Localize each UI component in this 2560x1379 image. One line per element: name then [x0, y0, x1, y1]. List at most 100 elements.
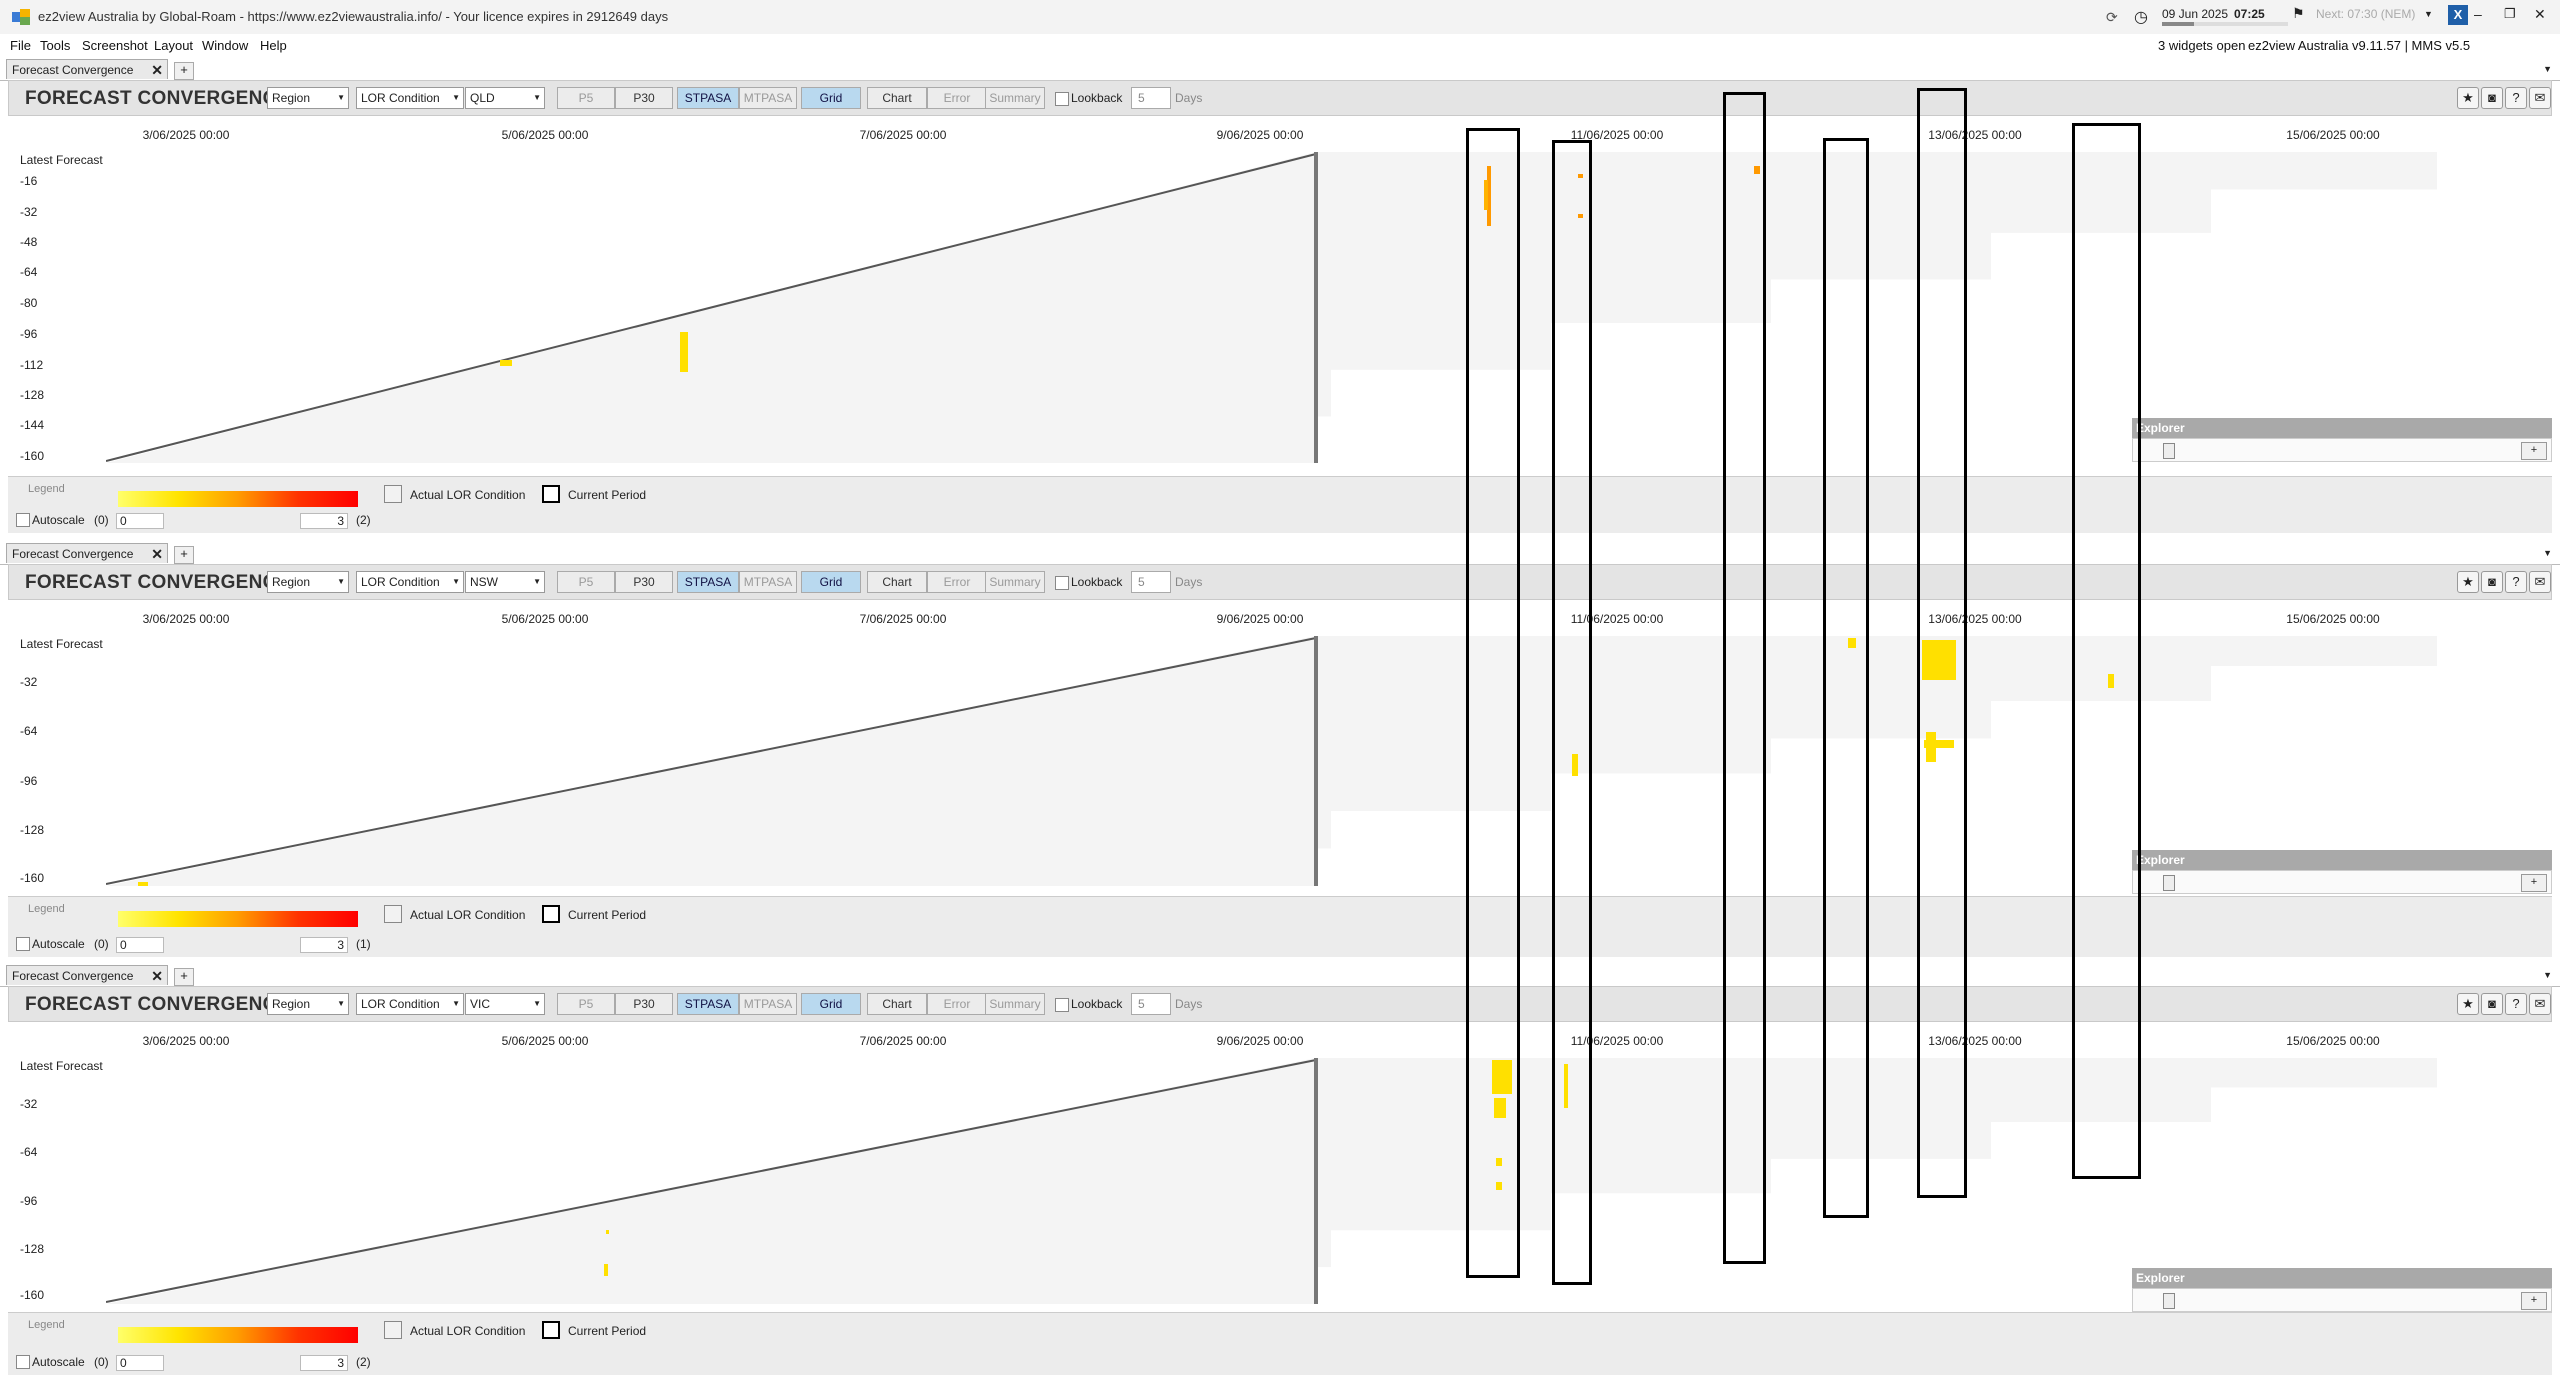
explorer-panel[interactable]: Explorer+: [2132, 418, 2552, 470]
favorite-star-icon[interactable]: ★: [2457, 571, 2479, 593]
region-select[interactable]: VIC▼: [465, 993, 545, 1015]
region-select[interactable]: NSW▼: [465, 571, 545, 593]
menu-window[interactable]: Window: [202, 38, 249, 53]
close-tab-icon[interactable]: ✕: [151, 546, 163, 562]
legend-max-input[interactable]: 3: [300, 1355, 348, 1371]
autoscale-checkbox[interactable]: [16, 513, 30, 527]
grid-view-button[interactable]: Grid: [801, 571, 861, 593]
grid-view-button[interactable]: Grid: [801, 993, 861, 1015]
camera-icon[interactable]: ◙: [2481, 571, 2503, 593]
legend-max-input[interactable]: 3: [300, 513, 348, 529]
error-view-button[interactable]: Error: [927, 87, 987, 109]
menu-help[interactable]: Help: [260, 38, 287, 53]
app-badge-icon[interactable]: X: [2448, 5, 2468, 25]
error-view-button[interactable]: Error: [927, 571, 987, 593]
flag-icon[interactable]: ⚑: [2292, 5, 2305, 21]
lookback-days-stepper[interactable]: 5: [1131, 993, 1171, 1015]
p5-button[interactable]: P5: [557, 87, 615, 109]
comment-icon[interactable]: ✉: [2529, 571, 2551, 593]
legend-min-input[interactable]: 0: [116, 513, 164, 529]
mtpasa-button[interactable]: MTPASA: [739, 993, 797, 1015]
favorite-star-icon[interactable]: ★: [2457, 87, 2479, 109]
autoscale-checkbox[interactable]: [16, 937, 30, 951]
mode-select[interactable]: Region▼: [267, 571, 349, 593]
help-icon[interactable]: ?: [2505, 993, 2527, 1015]
menu-screenshot[interactable]: Screenshot: [82, 38, 148, 53]
lookback-checkbox[interactable]: [1055, 998, 1069, 1012]
stpasa-button[interactable]: STPASA: [677, 87, 739, 109]
maximize-button[interactable]: ❐: [2504, 6, 2516, 21]
mode-select[interactable]: Region▼: [267, 993, 349, 1015]
lookback-days-stepper[interactable]: 5: [1131, 571, 1171, 593]
comment-icon[interactable]: ✉: [2529, 87, 2551, 109]
legend-min-input[interactable]: 0: [116, 937, 164, 953]
chart-view-button[interactable]: Chart: [867, 993, 927, 1015]
tab-menu-icon[interactable]: ▼: [2543, 64, 2552, 74]
mtpasa-button[interactable]: MTPASA: [739, 87, 797, 109]
help-icon[interactable]: ?: [2505, 571, 2527, 593]
summary-view-button[interactable]: Summary: [985, 87, 1045, 109]
add-tab-button[interactable]: +: [174, 62, 194, 80]
tab-menu-icon[interactable]: ▼: [2543, 548, 2552, 558]
chart-view-button[interactable]: Chart: [867, 87, 927, 109]
help-icon[interactable]: ?: [2505, 87, 2527, 109]
close-window-button[interactable]: ✕: [2534, 6, 2546, 22]
explorer-slider[interactable]: +: [2132, 870, 2552, 894]
menu-layout[interactable]: Layout: [154, 38, 194, 53]
forecast-grid[interactable]: [106, 152, 2551, 463]
metric-select[interactable]: LOR Condition▼: [356, 571, 464, 593]
add-tab-button[interactable]: +: [174, 546, 194, 564]
legend-min-input[interactable]: 0: [116, 1355, 164, 1371]
widget-tab[interactable]: Forecast Convergence✕: [6, 59, 168, 79]
stpasa-button[interactable]: STPASA: [677, 993, 739, 1015]
next-dispatch-dropdown-icon[interactable]: ▼: [2424, 9, 2433, 19]
close-tab-icon[interactable]: ✕: [151, 62, 163, 78]
explorer-slider-handle[interactable]: [2163, 1293, 2175, 1309]
camera-icon[interactable]: ◙: [2481, 87, 2503, 109]
explorer-zoom-button[interactable]: +: [2521, 442, 2547, 460]
metric-select[interactable]: LOR Condition▼: [356, 87, 464, 109]
close-tab-icon[interactable]: ✕: [151, 968, 163, 984]
p30-button[interactable]: P30: [615, 87, 673, 109]
explorer-slider[interactable]: +: [2132, 1288, 2552, 1312]
chart-view-button[interactable]: Chart: [867, 571, 927, 593]
region-select[interactable]: QLD▼: [465, 87, 545, 109]
comment-icon[interactable]: ✉: [2529, 993, 2551, 1015]
stpasa-button[interactable]: STPASA: [677, 571, 739, 593]
lookback-checkbox[interactable]: [1055, 92, 1069, 106]
menu-tools[interactable]: Tools: [40, 38, 71, 53]
mode-select[interactable]: Region▼: [267, 87, 349, 109]
minimize-button[interactable]: –: [2474, 6, 2482, 22]
p5-button[interactable]: P5: [557, 571, 615, 593]
explorer-panel[interactable]: Explorer+: [2132, 850, 2552, 902]
refresh-icon[interactable]: ⟳: [2106, 9, 2118, 25]
p30-button[interactable]: P30: [615, 993, 673, 1015]
summary-view-button[interactable]: Summary: [985, 993, 1045, 1015]
explorer-zoom-button[interactable]: +: [2521, 1292, 2547, 1310]
autoscale-checkbox[interactable]: [16, 1355, 30, 1369]
add-tab-button[interactable]: +: [174, 968, 194, 986]
widget-tab[interactable]: Forecast Convergence✕: [6, 543, 168, 563]
p5-button[interactable]: P5: [557, 993, 615, 1015]
explorer-slider[interactable]: +: [2132, 438, 2552, 462]
explorer-zoom-button[interactable]: +: [2521, 874, 2547, 892]
lookback-days-stepper[interactable]: 5: [1131, 87, 1171, 109]
forecast-grid[interactable]: [106, 1058, 2551, 1304]
widget-tab[interactable]: Forecast Convergence✕: [6, 965, 168, 985]
p30-button[interactable]: P30: [615, 571, 673, 593]
favorite-star-icon[interactable]: ★: [2457, 993, 2479, 1015]
explorer-panel[interactable]: Explorer+: [2132, 1268, 2552, 1320]
explorer-slider-handle[interactable]: [2163, 443, 2175, 459]
legend-max-input[interactable]: 3: [300, 937, 348, 953]
camera-icon[interactable]: ◙: [2481, 993, 2503, 1015]
grid-view-button[interactable]: Grid: [801, 87, 861, 109]
tab-menu-icon[interactable]: ▼: [2543, 970, 2552, 980]
menu-file[interactable]: File: [10, 38, 31, 53]
lookback-checkbox[interactable]: [1055, 576, 1069, 590]
forecast-grid[interactable]: [106, 636, 2551, 886]
mtpasa-button[interactable]: MTPASA: [739, 571, 797, 593]
explorer-slider-handle[interactable]: [2163, 875, 2175, 891]
metric-select[interactable]: LOR Condition▼: [356, 993, 464, 1015]
error-view-button[interactable]: Error: [927, 993, 987, 1015]
summary-view-button[interactable]: Summary: [985, 571, 1045, 593]
